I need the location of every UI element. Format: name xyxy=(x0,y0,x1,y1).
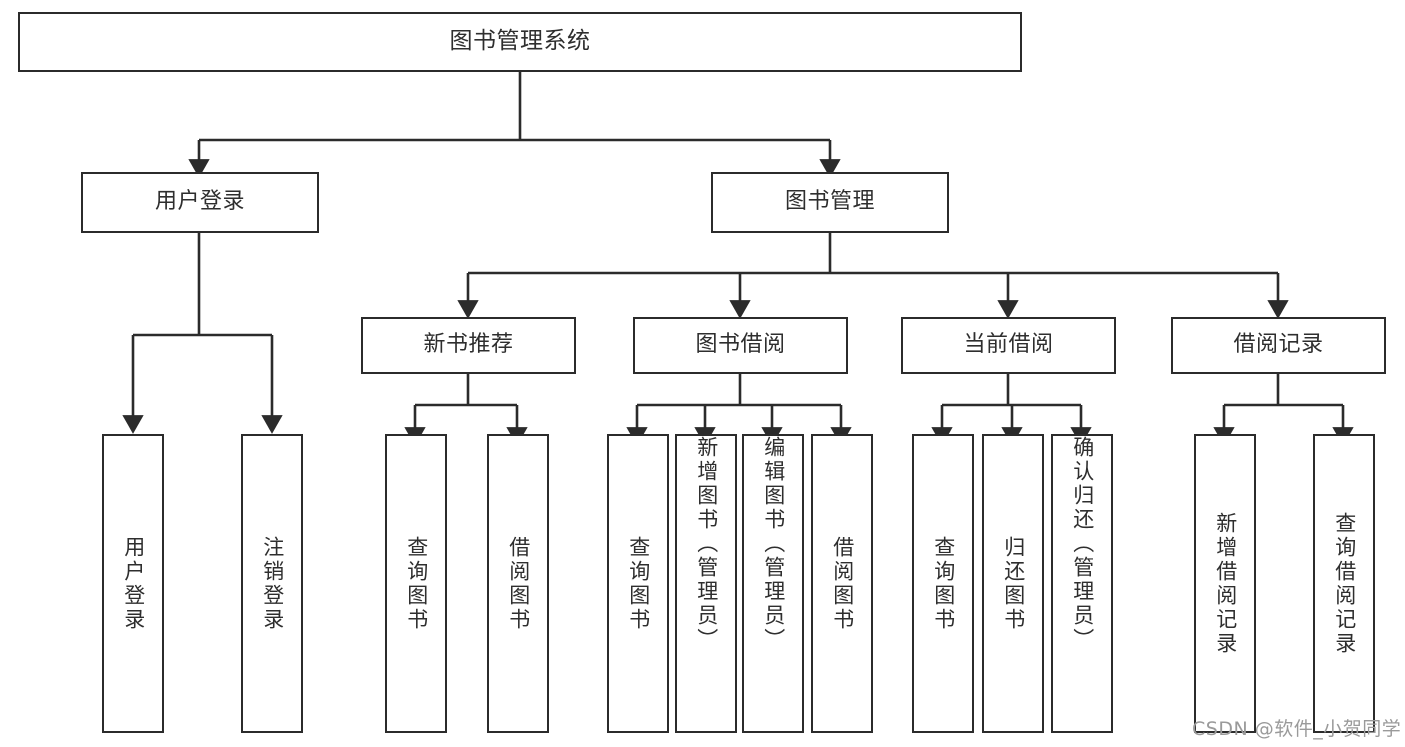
leaf-query-book-borrow[interactable]: 查询图书 xyxy=(607,434,669,733)
node-label: 用户登录 xyxy=(154,189,245,215)
node-label: 归还图书 xyxy=(1001,535,1026,632)
node-root-system[interactable]: 图书管理系统 xyxy=(18,12,1022,72)
node-label: 借阅图书 xyxy=(830,535,855,632)
node-label: 当前借阅 xyxy=(963,332,1054,358)
node-label: 确认归还（管理员） xyxy=(1070,436,1095,652)
leaf-borrow-book-recommend[interactable]: 借阅图书 xyxy=(487,434,549,733)
node-label: 借阅图书 xyxy=(506,535,531,632)
node-label: 图书管理系统 xyxy=(449,28,591,55)
node-user-login[interactable]: 用户登录 xyxy=(81,172,319,233)
leaf-return-book[interactable]: 归还图书 xyxy=(982,434,1044,733)
node-current-borrow[interactable]: 当前借阅 xyxy=(901,317,1116,374)
node-label: 查询图书 xyxy=(931,535,956,632)
node-label: 新书推荐 xyxy=(423,332,514,358)
leaf-edit-book-admin[interactable]: 编辑图书（管理员） xyxy=(742,434,804,733)
leaf-add-book-admin[interactable]: 新增图书（管理员） xyxy=(675,434,737,733)
node-label: 查询图书 xyxy=(626,535,651,632)
leaf-add-borrow-record[interactable]: 新增借阅记录 xyxy=(1194,434,1256,733)
node-borrow-record[interactable]: 借阅记录 xyxy=(1171,317,1386,374)
node-label: 新增借阅记录 xyxy=(1213,511,1238,656)
node-label: 查询借阅记录 xyxy=(1332,511,1357,656)
csdn-watermark: CSDN @软件_小贺同学 xyxy=(1192,718,1402,740)
node-label: 图书借阅 xyxy=(695,332,786,358)
leaf-user-login[interactable]: 用户登录 xyxy=(102,434,164,733)
node-new-book-recommend[interactable]: 新书推荐 xyxy=(361,317,576,374)
node-label: 用户登录 xyxy=(121,535,146,632)
leaf-query-book-recommend[interactable]: 查询图书 xyxy=(385,434,447,733)
node-book-borrow[interactable]: 图书借阅 xyxy=(633,317,848,374)
node-label: 图书管理 xyxy=(784,189,875,215)
node-label: 查询图书 xyxy=(404,535,429,632)
node-label: 注销登录 xyxy=(260,535,285,632)
node-label: 借阅记录 xyxy=(1233,332,1324,358)
node-label: 编辑图书（管理员） xyxy=(761,436,786,652)
leaf-confirm-return-admin[interactable]: 确认归还（管理员） xyxy=(1051,434,1113,733)
leaf-query-borrow-record[interactable]: 查询借阅记录 xyxy=(1313,434,1375,733)
node-book-management[interactable]: 图书管理 xyxy=(711,172,949,233)
leaf-logout-login[interactable]: 注销登录 xyxy=(241,434,303,733)
leaf-borrow-book[interactable]: 借阅图书 xyxy=(811,434,873,733)
leaf-query-book-current[interactable]: 查询图书 xyxy=(912,434,974,733)
node-label: 新增图书（管理员） xyxy=(694,436,719,652)
